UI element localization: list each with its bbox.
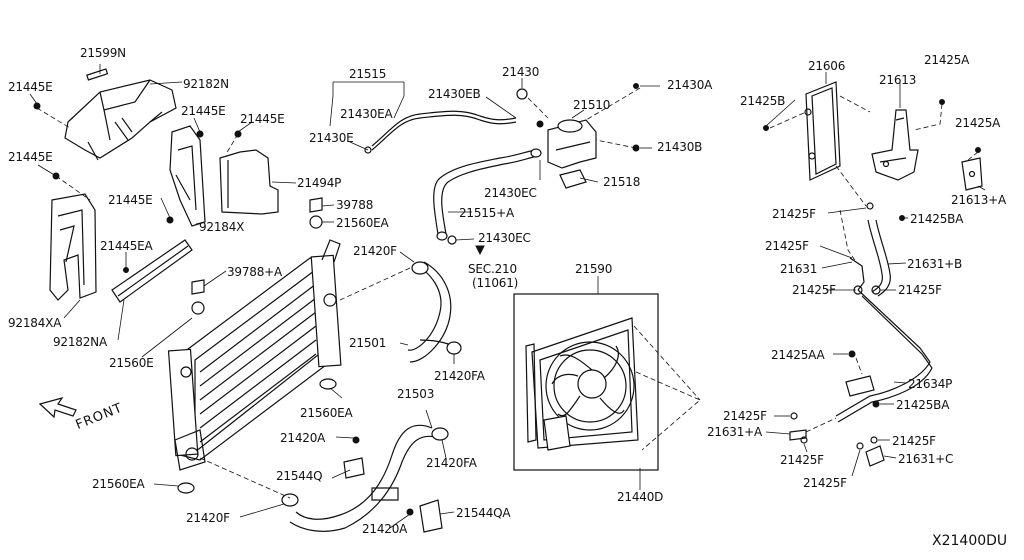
label-21613: 21613 [879,73,917,87]
label-21631b: 21631+B [907,257,963,271]
label-21420a-b: 21420A [362,522,408,536]
label-21544q: 21544Q [276,469,323,483]
label-21425a-a: 21425A [924,53,970,67]
reservoir-hoses [371,110,542,241]
hose-lower-21503 [281,424,449,532]
label-21590: 21590 [575,262,613,276]
label-21430ec-a: 21430EC [484,186,537,200]
label-21445e-d: 21445E [8,150,53,164]
label-21430ec-b: 21430EC [478,231,531,245]
fan-assembly-21590 [513,293,659,471]
label-21631a: 21631+A [707,425,763,439]
label-21425f-c: 21425F [792,283,836,297]
label-92182n: 92182N [183,77,229,91]
label-11061: (11061) [472,276,519,290]
label-21518: 21518 [603,175,641,189]
hose-upper-21501 [407,261,462,363]
label-21430: 21430 [502,65,540,79]
label-21425f-f: 21425F [780,453,824,467]
label-21445e-e: 21445E [108,193,153,207]
label-21425f-h: 21425F [803,476,847,490]
seal-21599n [86,68,109,81]
air-guide-left-92184xa [49,193,97,301]
air-guide-lower-92182na [111,239,193,303]
label-21599n: 21599N [80,46,126,60]
label-21420f-a: 21420F [353,244,397,258]
label-21430e: 21430E [309,131,354,145]
diagram-code: X21400DU [932,533,1008,549]
label-21606: 21606 [808,59,846,73]
label-21515: 21515 [349,67,387,81]
label-21445e-b: 21445E [181,104,226,118]
label-sec-210: SEC.210 [468,262,517,276]
label-21634p: 21634P [908,377,953,391]
label-21501: 21501 [349,336,387,350]
label-21560e: 21560E [109,356,154,370]
label-92184x: 92184X [199,220,245,234]
label-21430b: 21430B [657,140,703,154]
label-21515a: 21515+A [459,206,515,220]
label-21503: 21503 [397,387,435,401]
label-39788a: 39788+A [227,265,283,279]
label-21430ea: 21430EA [340,107,393,121]
reservoir-tank-21510 [516,83,640,189]
label-21631: 21631 [780,262,818,276]
air-guide-upper-92182n [64,79,177,161]
label-21420a-a: 21420A [280,431,326,445]
label-21440d: 21440D [617,490,664,504]
label-21425f-g: 21425F [892,434,936,448]
clips-reservoir [364,146,485,256]
label-21420fa-b: 21420FA [426,456,477,470]
label-39788: 39788 [336,198,374,212]
leader-lines [29,64,986,529]
label-21425f-b: 21425F [765,239,809,253]
brackets-21544q [343,436,443,533]
label-21560ea-c: 21560EA [92,477,145,491]
label-21430eb: 21430EB [428,87,481,101]
cooler-hoses [763,99,981,467]
label-21494p: 21494P [297,176,342,190]
label-21420fa-a: 21420FA [434,369,485,383]
front-arrow-icon [38,396,77,419]
label-21425b: 21425B [740,94,786,108]
label-21425a-b: 21425A [955,116,1001,130]
label-92184xa: 92184XA [8,316,62,330]
label-21425f-a: 21425F [772,207,816,221]
baffle-21494p [219,149,279,215]
oil-cooler-21606 [804,81,841,181]
air-guide-side-92184x [169,125,206,227]
label-21445e-a: 21445E [8,80,53,94]
bracket-21613 [871,109,919,181]
label-92182na: 92182NA [53,335,107,349]
label-21613a: 21613+A [951,193,1007,207]
label-21560ea-a: 21560EA [336,216,389,230]
label-21420f-b: 21420F [186,511,230,525]
label-21425ba-a: 21425BA [910,212,964,226]
label-21430a: 21430A [667,78,713,92]
label-21425f-e: 21425F [723,409,767,423]
bracket-21613a [961,157,983,191]
label-21544qa: 21544QA [456,506,511,520]
radiator-mounts [177,197,337,494]
radiator [167,239,342,471]
label-21631c: 21631+C [898,452,954,466]
label-21445e-c: 21445E [240,112,285,126]
label-21425ba-b: 21425BA [896,398,950,412]
label-21425f-d: 21425F [898,283,942,297]
label-21425aa: 21425AA [771,348,825,362]
label-21445ea: 21445EA [100,239,153,253]
label-21560ea-b: 21560EA [300,406,353,420]
label-21510: 21510 [573,98,611,112]
